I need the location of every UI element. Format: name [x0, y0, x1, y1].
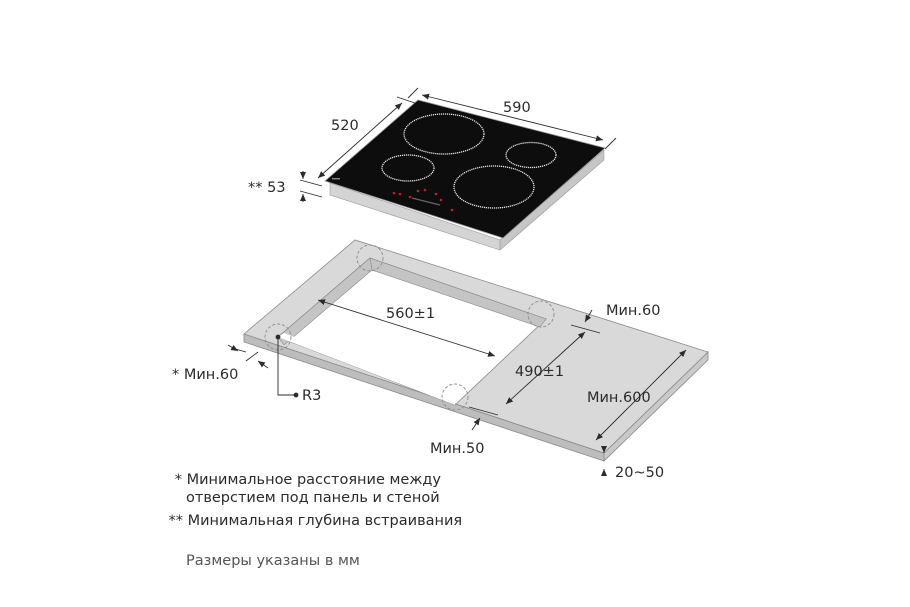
- countertop-depth-dimension: [595, 349, 687, 441]
- radius-leader-line: [277, 337, 294, 396]
- corner-marker-back-left: [356, 244, 384, 272]
- note-min-wall-distance: * Минимальное расстояние между: [168, 471, 441, 490]
- front-edge-min-label: * Мин.60: [172, 367, 238, 383]
- note2-line1: Минимальная глубина встраивания: [187, 513, 463, 529]
- brand-logo: [332, 178, 340, 180]
- corner-radius-markers: [264, 244, 555, 411]
- cutout-depth-dimension: [505, 331, 586, 405]
- cooking-zone-large-front: [453, 165, 535, 209]
- cutout-width-dimension: [317, 299, 496, 357]
- cutout-depth-label: 490±1: [515, 364, 564, 380]
- corner-radius-label: R3: [302, 388, 321, 404]
- units-note: Размеры указаны в мм: [186, 553, 360, 569]
- countertop-depth-label: Мин.600: [587, 390, 651, 406]
- note-min-build-depth: ** Минимальная глубина встраивания: [163, 512, 463, 531]
- corner-marker-back-right: [527, 300, 555, 328]
- note2-marker: **: [168, 513, 184, 529]
- back-edge-min-label: Мин.60: [606, 303, 660, 319]
- hob-width-label: 590: [503, 100, 531, 116]
- note1-continuation: отверстием под панель и стеной: [186, 489, 440, 508]
- countertop: [243, 239, 709, 462]
- cooking-zone-small-back: [505, 141, 557, 169]
- hob-build-depth-label: ** 53: [248, 180, 286, 196]
- hob: [324, 99, 606, 251]
- hob-depth-label: 520: [331, 118, 359, 134]
- hob-width-dimension: [421, 93, 604, 142]
- note1-line2: отверстием под панель и стеной: [186, 490, 440, 506]
- corner-marker-front-right: [441, 383, 469, 411]
- note1-marker: *: [174, 472, 182, 488]
- countertop-thickness-label: 20~50: [615, 465, 664, 481]
- front-min-label: Мин.50: [430, 441, 484, 457]
- hob-glass-top: [324, 99, 606, 239]
- hob-depth-dimension: [317, 102, 403, 179]
- note1-line1: Минимальное расстояние между: [186, 472, 442, 488]
- control-panel: [392, 188, 454, 212]
- cutout-width-label: 560±1: [386, 306, 435, 322]
